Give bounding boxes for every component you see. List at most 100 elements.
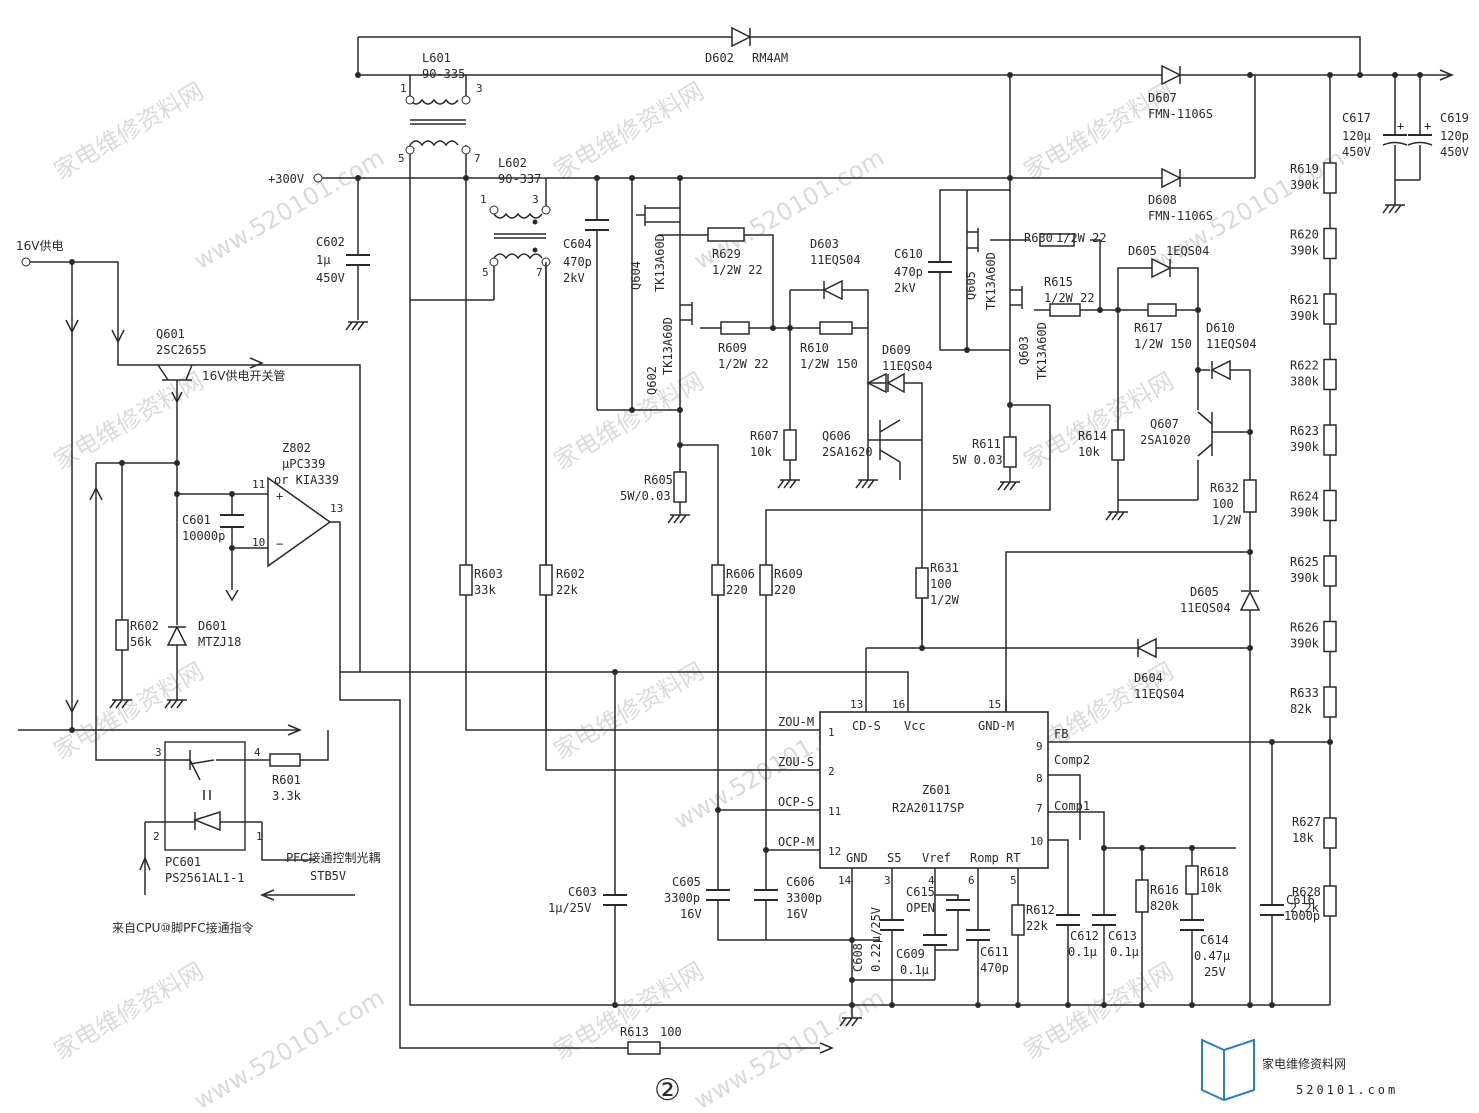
svg-text:22k: 22k (556, 583, 578, 597)
svg-text:R633: R633 (1290, 686, 1319, 700)
diode-d602: D602 RM4AM (705, 26, 788, 65)
resistor-r617: R617 1/2W 150 (1115, 303, 1201, 351)
resistor-r615: R615 1/2W 22 (1044, 275, 1103, 317)
svg-text:PC601: PC601 (165, 855, 201, 869)
svg-text:14: 14 (838, 874, 852, 887)
svg-text:C609: C609 (896, 947, 925, 961)
svg-text:470p: 470p (980, 961, 1009, 975)
comparator-z802: R602 56k + − 11 10 13 C601 10000p Z802 μ… (89, 398, 820, 1049)
svg-text:13: 13 (330, 502, 343, 515)
svg-text:390k: 390k (1290, 440, 1320, 454)
wire-comp2 (1048, 774, 1081, 840)
svg-text:90-337: 90-337 (498, 172, 541, 186)
svg-text:C603: C603 (568, 885, 597, 899)
svg-text:11EQS04: 11EQS04 (1180, 601, 1231, 615)
svg-text:R615: R615 (1044, 275, 1073, 289)
svg-text:Comp1: Comp1 (1054, 799, 1090, 813)
svg-text:16V: 16V (786, 907, 808, 921)
svg-text:Z802: Z802 (282, 441, 311, 455)
svg-text:家电维修资料网: 家电维修资料网 (549, 77, 708, 185)
svg-text:D601: D601 (198, 619, 227, 633)
svg-text:家电维修资料网: 家电维修资料网 (49, 77, 208, 185)
svg-text:2kV: 2kV (563, 271, 585, 285)
svg-text:Romp: Romp (970, 851, 999, 865)
svg-text:1/2W: 1/2W (1212, 513, 1242, 527)
capacitor-c605: C605 3300p 16V (664, 810, 880, 941)
svg-text:10k: 10k (1200, 881, 1222, 895)
svg-text:1000p: 1000p (1284, 909, 1320, 923)
svg-text:D605: D605 (1128, 244, 1157, 258)
svg-text:220: 220 (774, 583, 796, 597)
svg-text:1EQS04: 1EQS04 (1166, 244, 1209, 258)
svg-text:Vcc: Vcc (904, 719, 926, 733)
ground-bus (409, 300, 1330, 1008)
svg-text:C605: C605 (672, 875, 701, 889)
svg-text:2SC2655: 2SC2655 (156, 343, 207, 357)
svg-text:GND-M: GND-M (978, 719, 1014, 733)
svg-text:Q606: Q606 (822, 429, 851, 443)
svg-text:450V: 450V (1440, 145, 1469, 159)
svg-text:82k: 82k (1290, 702, 1312, 716)
svg-text:12: 12 (828, 845, 841, 858)
site-logo: 家电维修资料网 520101.com (1201, 1038, 1395, 1102)
svg-text:5: 5 (398, 152, 405, 165)
diode-d604: D604 11EQS04 (865, 637, 1253, 712)
svg-text:220: 220 (726, 583, 748, 597)
svg-text:D602: D602 (705, 51, 734, 65)
svg-text:+300V: +300V (268, 172, 304, 186)
svg-text:R613: R613 (620, 1025, 649, 1039)
svg-text:16V: 16V (680, 907, 702, 921)
mosfet-q603: Q603 TK13A60D (1007, 190, 1100, 408)
svg-text:11: 11 (828, 805, 841, 818)
svg-text:Z601: Z601 (922, 783, 951, 797)
svg-text:TK13A60D: TK13A60D (653, 234, 667, 292)
svg-text:L602: L602 (498, 156, 527, 170)
svg-text:R630: R630 (1024, 231, 1053, 245)
svg-text:R620: R620 (1290, 228, 1319, 242)
svg-text:10000p: 10000p (182, 529, 225, 543)
svg-text:1/2W: 1/2W (930, 593, 960, 607)
svg-text:C619: C619 (1440, 111, 1469, 125)
svg-text:R607: R607 (750, 429, 779, 443)
svg-text:16V供电: 16V供电 (16, 239, 63, 253)
svg-text:8: 8 (1036, 772, 1043, 785)
svg-text:R617: R617 (1134, 321, 1163, 335)
svg-text:R2A20117SP: R2A20117SP (892, 801, 964, 815)
svg-text:RT: RT (1006, 851, 1020, 865)
resistor-r616: R616 820k (1135, 845, 1180, 1005)
svg-text:1/2W 22: 1/2W 22 (1056, 231, 1107, 245)
svg-text:450V: 450V (316, 271, 345, 285)
svg-text:OPEN: OPEN (906, 901, 935, 915)
svg-text:R602: R602 (556, 567, 585, 581)
svg-text:10: 10 (252, 536, 265, 549)
svg-text:S5: S5 (887, 851, 901, 865)
svg-text:18k: 18k (1292, 831, 1314, 845)
svg-text:PS2561AL1-1: PS2561AL1-1 (165, 871, 244, 885)
svg-text:+: + (276, 489, 283, 503)
svg-text:C602: C602 (316, 235, 345, 249)
svg-text:R609: R609 (774, 567, 803, 581)
svg-text:R606: R606 (726, 567, 755, 581)
svg-text:OCP-M: OCP-M (778, 835, 814, 849)
svg-text:Vref: Vref (922, 851, 951, 865)
svg-text:25V: 25V (1204, 965, 1226, 979)
svg-text:120μ: 120μ (1342, 129, 1371, 143)
resistor-r611: R611 5W 0.03 (952, 405, 1020, 491)
svg-text:56k: 56k (130, 635, 152, 649)
svg-text:380k: 380k (1290, 375, 1320, 389)
svg-text:33k: 33k (474, 583, 496, 597)
resistor-r631: R631 100 1/2W (915, 561, 960, 651)
svg-text:120p: 120p (1440, 129, 1469, 143)
zener-d601: D601 MTZJ18 (164, 619, 241, 709)
diode-d603: D603 11EQS04 (789, 237, 869, 328)
svg-text:3: 3 (155, 746, 162, 759)
svg-text:R618: R618 (1200, 865, 1229, 879)
svg-text:15: 15 (988, 698, 1001, 711)
svg-text:390k: 390k (1290, 178, 1320, 192)
svg-text:13: 13 (850, 698, 863, 711)
svg-text:3: 3 (884, 874, 891, 887)
svg-text:+: + (1424, 119, 1431, 133)
capacitor-c609: C609 0.1μ (896, 895, 947, 980)
